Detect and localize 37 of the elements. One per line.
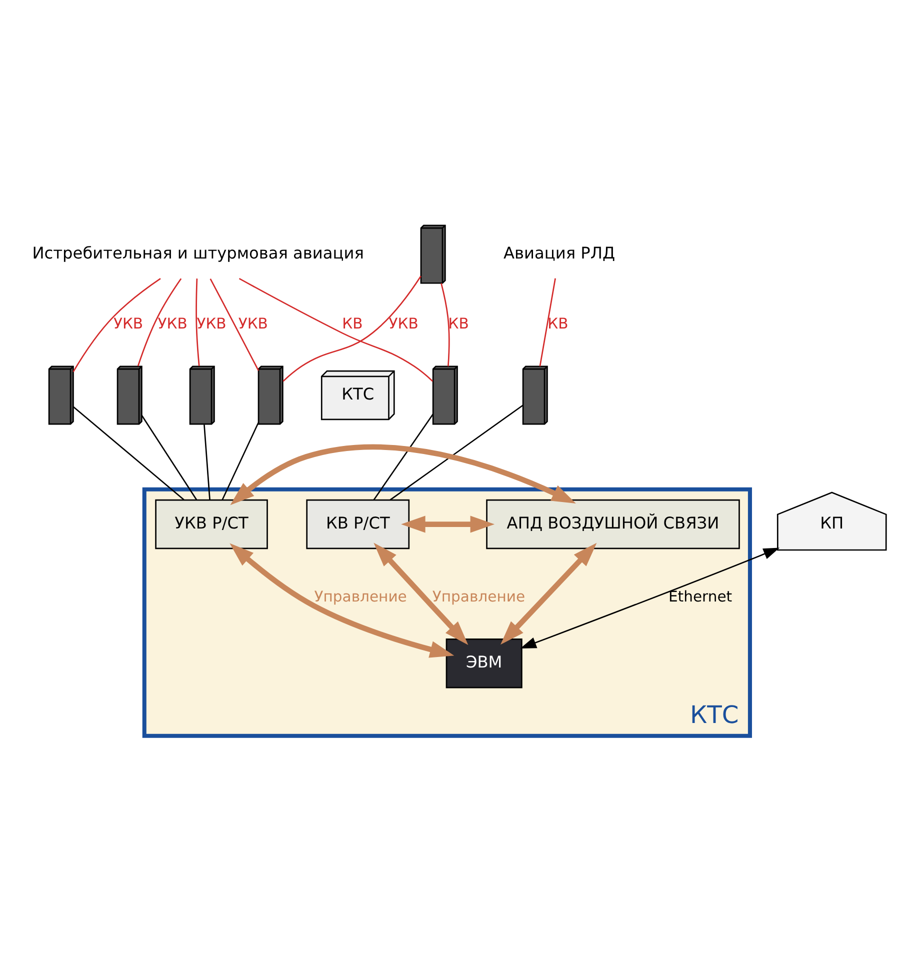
connector bbox=[204, 424, 210, 500]
node-box: УКВ Р/СТ bbox=[155, 498, 268, 549]
edge-label: УКВ bbox=[196, 314, 226, 332]
node-box: АПД ВОЗДУШНОЙ СВЯЗИ bbox=[486, 498, 740, 549]
connector bbox=[539, 278, 556, 366]
arrow bbox=[374, 542, 468, 644]
connector bbox=[210, 278, 260, 370]
connector bbox=[73, 406, 184, 500]
connector bbox=[282, 275, 422, 382]
edge-label: Ethernet bbox=[668, 588, 732, 605]
node-text: Истребительная и штурмовая авиация bbox=[32, 242, 364, 262]
arrow bbox=[230, 542, 454, 658]
connector bbox=[72, 278, 161, 372]
edge-label: КВ bbox=[448, 314, 469, 332]
edge-label: КВ bbox=[548, 314, 568, 332]
arrow bbox=[230, 444, 576, 505]
edge-label: КВ bbox=[342, 314, 363, 332]
node-text: Авиация РЛД bbox=[504, 242, 616, 262]
connector bbox=[222, 422, 259, 500]
connector bbox=[196, 278, 200, 366]
node-box: КВ Р/СТ bbox=[306, 498, 410, 549]
edge-label: УКВ bbox=[113, 314, 144, 332]
edge-label: УКВ bbox=[238, 314, 268, 332]
edge-label: Управление bbox=[432, 588, 526, 605]
edge-label: УКВ bbox=[388, 314, 418, 332]
edge-label: Управление bbox=[314, 588, 407, 605]
arrow bbox=[500, 542, 597, 644]
node-box: ЭВМ bbox=[446, 638, 522, 688]
connector bbox=[440, 282, 450, 366]
connector bbox=[141, 414, 198, 500]
arrow bbox=[401, 515, 495, 532]
connector bbox=[238, 277, 434, 382]
edge-label: УКВ bbox=[158, 314, 188, 332]
connector bbox=[137, 278, 182, 366]
connector bbox=[373, 413, 434, 500]
arrow bbox=[520, 547, 780, 648]
connector bbox=[390, 404, 524, 500]
